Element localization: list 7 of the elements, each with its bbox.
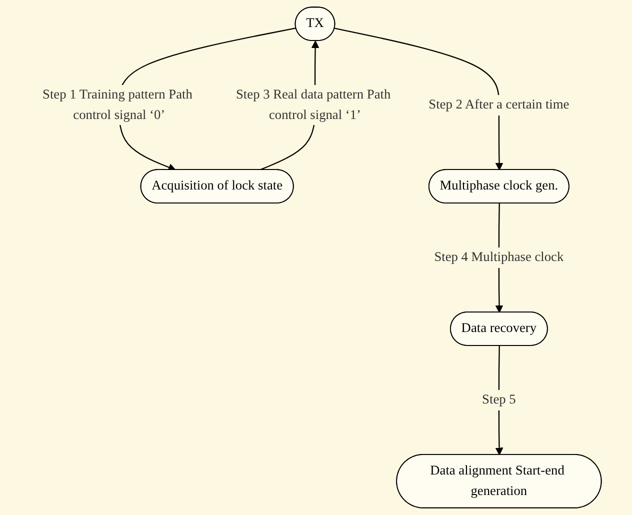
edge-label: Step 2 After a certain time bbox=[428, 98, 570, 112]
flow-diagram: Step 1 Training pattern Path control signal ‘0’ Step 3 Real data pattern Path control signal ‘1’ Step 2 After a certain time Step 4 Multiphase clock Step 5 TX Acquisition of lock state Multiphase clock gen. Data recovery Data alignment Start-end generation bbox=[23, 0, 609, 515]
edge-label: Step 4 Multiphase clock bbox=[434, 250, 564, 264]
edge-label: Step 3 Real data pattern Path control signal ‘1’ bbox=[236, 88, 391, 122]
arrow bbox=[334, 28, 504, 170]
edge-label: Step 1 Training pattern Path control signal ‘0’ bbox=[42, 88, 193, 122]
edge-label: Step 5 bbox=[482, 392, 516, 407]
